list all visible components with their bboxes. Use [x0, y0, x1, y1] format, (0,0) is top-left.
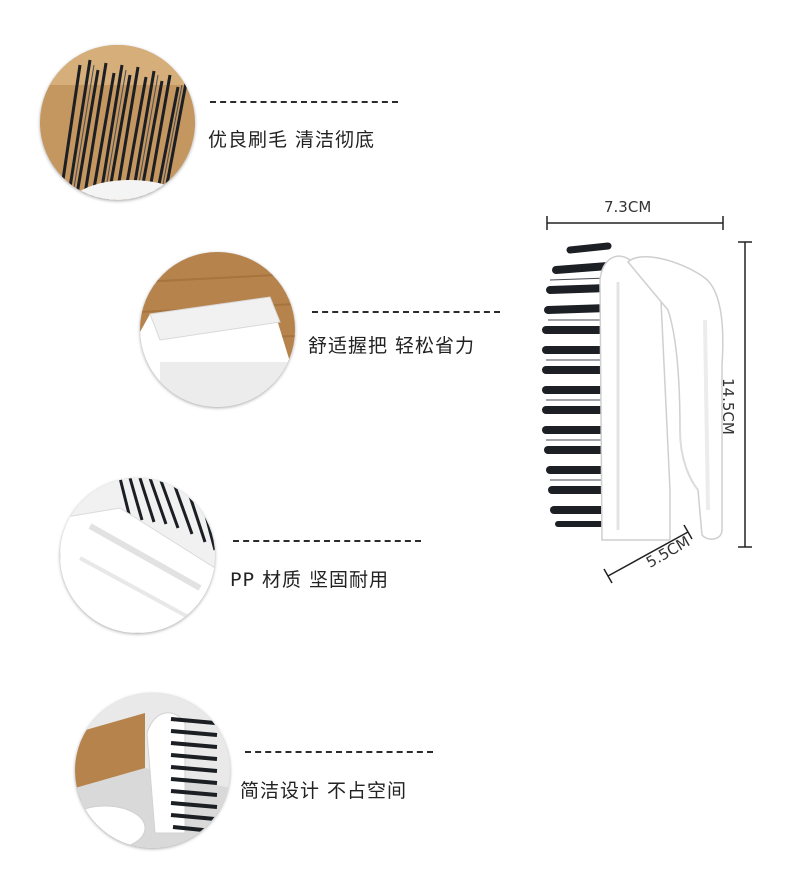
feature-text-material: PP 材质 坚固耐用: [230, 569, 389, 591]
standing-brush-image: [75, 693, 230, 848]
divider-line: [233, 540, 421, 542]
material-closeup-image: [60, 478, 215, 633]
feature-text-handle: 舒适握把 轻松省力: [308, 335, 476, 357]
divider-line: [312, 311, 500, 313]
height-dimension-label: 14.5CM: [719, 378, 737, 435]
divider-line: [210, 101, 398, 103]
bristle-closeup-image: [40, 45, 195, 200]
divider-line: [245, 751, 433, 753]
width-dimension-label: 7.3CM: [604, 198, 652, 216]
brush-product-image: [542, 216, 752, 584]
handle-closeup-image: [140, 252, 295, 407]
feature-text-bristle: 优良刷毛 清洁彻底: [208, 129, 376, 151]
feature-text-design: 简洁设计 不占空间: [240, 780, 408, 802]
